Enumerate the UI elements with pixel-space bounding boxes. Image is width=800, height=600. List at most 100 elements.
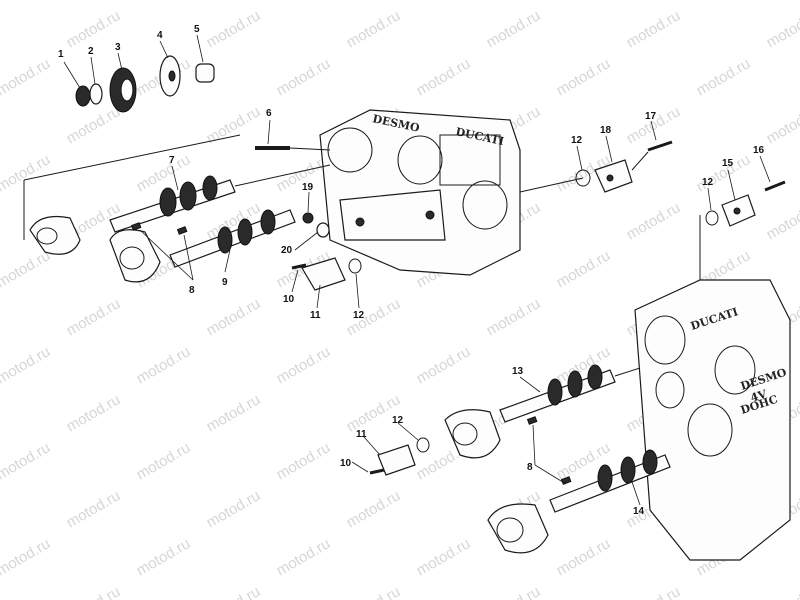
callout-10: 10	[283, 294, 295, 305]
callout-14: 14	[633, 506, 645, 517]
watermark-text: motod.ru	[134, 439, 194, 483]
part-16-bolt	[764, 180, 786, 192]
part-7-camshaft	[109, 175, 236, 233]
watermark-text: motod.ru	[0, 0, 53, 3]
group-outline	[23, 134, 241, 240]
watermark-text: motod.ru	[64, 103, 124, 147]
watermark-text: motod.ru	[64, 487, 124, 531]
callout-16: 16	[753, 145, 765, 156]
watermark-text: motod.ru	[0, 55, 53, 99]
part-14-camshaft	[549, 449, 671, 513]
watermark-text: motod.ru	[694, 0, 754, 3]
watermark-text: motod.ru	[624, 103, 684, 147]
watermark-text: motod.ru	[274, 55, 334, 99]
watermark-text: motod.ru	[554, 55, 614, 99]
watermark-text: motod.ru	[64, 295, 124, 339]
watermark-text: motod.ru	[624, 583, 684, 600]
watermark-text: motod.ru	[274, 439, 334, 483]
watermark-text: motod.ru	[764, 103, 800, 147]
part-19-plug	[302, 212, 314, 224]
part-2-washer	[89, 83, 103, 105]
callout-1: 1	[58, 49, 64, 60]
pulley-assembly	[75, 55, 215, 113]
callout-12: 12	[353, 310, 365, 321]
rear-cam-seal-a	[444, 409, 501, 459]
part-10-screw	[291, 263, 307, 270]
watermark-text: motod.ru	[624, 199, 684, 243]
watermark-text: motod.ru	[694, 55, 754, 99]
watermark-text: motod.ru	[484, 295, 544, 339]
watermark-text: motod.ru	[764, 583, 800, 600]
watermark-text: motod.ru	[204, 583, 264, 600]
watermark-text: motod.ru	[204, 487, 264, 531]
watermark-text: motod.ru	[624, 7, 684, 51]
watermark-text: motod.ru	[414, 535, 474, 579]
front-cam-seal-b	[109, 229, 161, 283]
part-20-seal	[316, 222, 330, 238]
callout-2: 2	[88, 46, 94, 57]
callout-20: 20	[281, 245, 293, 256]
rear-cam-seal-b	[487, 503, 549, 554]
watermark-text: motod.ru	[344, 487, 404, 531]
part-9-camshaft	[169, 209, 296, 268]
watermark-text: motod.ru	[414, 0, 474, 3]
part-17-bolt	[647, 140, 673, 152]
part-13-camshaft	[499, 364, 616, 423]
watermark-text: motod.ru	[764, 199, 800, 243]
callout-8: 8	[189, 285, 195, 296]
callout-12-b: 12	[571, 135, 583, 146]
front-cylinder-head: DESMO DUCATI	[319, 109, 521, 276]
part-12-oring	[348, 258, 362, 274]
part-12-oring-c	[705, 210, 719, 226]
watermark-text: motod.ru	[414, 343, 474, 387]
watermark-text: motod.ru	[0, 247, 53, 291]
watermark-text: motod.ru	[344, 391, 404, 435]
callout-4: 4	[157, 30, 163, 41]
watermark-text: motod.ru	[344, 583, 404, 600]
part-11-cover-plate-b	[377, 444, 416, 476]
watermark-text: motod.ru	[0, 343, 53, 387]
part-5-spacer	[195, 63, 215, 83]
watermark-text: motod.ru	[204, 7, 264, 51]
watermark-text: motod.ru	[274, 535, 334, 579]
callout-6: 6	[266, 108, 272, 119]
leader-lines	[63, 34, 771, 506]
watermark-text: motod.ru	[764, 7, 800, 51]
callout-3: 3	[115, 42, 121, 53]
watermark-text: motod.ru	[0, 439, 53, 483]
watermark-text: motod.ru	[554, 0, 614, 3]
watermark-text: motod.ru	[64, 391, 124, 435]
watermark-text: motod.ru	[134, 535, 194, 579]
callout-11-b: 11	[356, 429, 367, 440]
callout-7: 7	[169, 155, 175, 166]
front-cam-seal-a	[29, 215, 81, 255]
callout-11: 11	[310, 310, 321, 321]
watermark-text: motod.ru	[134, 343, 194, 387]
callout-10-b: 10	[340, 458, 352, 469]
rear-head-model-2: 4V	[749, 387, 769, 405]
watermark-text: motod.ru	[344, 7, 404, 51]
part-12-oring-d	[416, 437, 430, 453]
callout-5: 5	[194, 24, 200, 35]
watermark-text: motod.ru	[554, 247, 614, 291]
callout-18: 18	[600, 125, 612, 136]
part-18-tensioner	[594, 159, 633, 193]
callout-19: 19	[302, 182, 314, 193]
part-10-screw-b	[369, 468, 385, 475]
watermark-text: motod.ru	[414, 55, 474, 99]
part-11-cover-plate	[301, 257, 346, 291]
callout-15: 15	[722, 158, 734, 169]
watermark-text: motod.ru	[64, 583, 124, 600]
callout-13: 13	[512, 366, 524, 377]
watermark-text: motod.ru	[554, 535, 614, 579]
callout-8-b: 8	[527, 462, 533, 473]
callout-12-c: 12	[702, 177, 714, 188]
callout-17: 17	[645, 111, 657, 122]
watermark-text: motod.ru	[274, 0, 334, 3]
part-12-oring-b	[575, 169, 591, 187]
watermark-text: motod.ru	[0, 535, 53, 579]
part-8-key	[130, 222, 142, 231]
callout-12-d: 12	[392, 415, 404, 426]
watermark-text: motod.ru	[134, 0, 194, 3]
